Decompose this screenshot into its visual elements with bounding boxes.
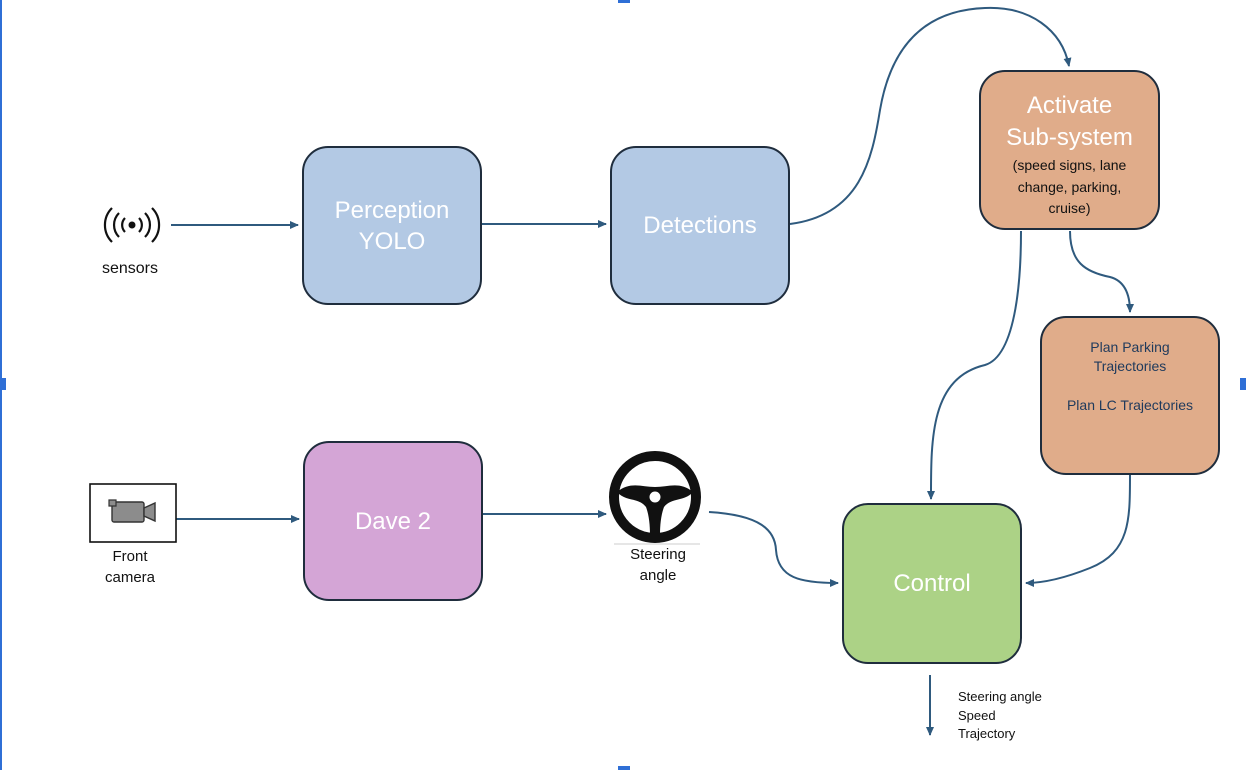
control-box: Control [842,503,1022,664]
activate-desc-3: cruise) [1048,200,1091,216]
steering-wheel-icon [609,451,701,545]
plan-lc-line: Plan LC Trajectories [1066,397,1194,413]
resize-handle-left[interactable] [0,378,6,390]
resize-handle-bottom[interactable] [618,766,630,770]
perception-subtitle: YOLO [358,227,426,255]
arrow-steering-to-control [708,511,839,587]
activate-desc-2: change, parking, [1017,178,1122,195]
plan-parking-line-1: Plan Parking [1090,339,1170,355]
detections-label: Detections [643,212,757,239]
arrow-activate-to-control [926,230,1022,500]
control-outputs: Steering angle Speed Trajectory [958,688,1088,744]
perception-yolo-box: Perception YOLO [302,146,482,305]
sensors-label: sensors [101,260,159,277]
activate-desc-1: (speed signs, lane [1012,157,1127,173]
video-camera-icon [89,483,177,543]
detections-box: Detections [610,146,790,305]
arrow-activate-to-plan [1069,230,1134,313]
activate-title: Activate [1026,92,1113,119]
output-steering-angle: Steering angle [958,689,1042,704]
activate-title-2: Sub-system [1006,124,1133,151]
control-label: Control [893,570,971,597]
plan-trajectories-box: Plan Parking Trajectories Plan LC Trajec… [1040,316,1220,475]
dave-2-box: Dave 2 [303,441,483,601]
perception-title: Perception [334,196,450,224]
activate-subsystem-box: Activate Sub-system (speed signs, lane c… [979,70,1160,230]
steering-angle-label: Steering angle [603,544,713,586]
arrow-plan-to-control [1025,474,1131,587]
steering-line-2: angle [639,567,677,584]
resize-handle-top[interactable] [618,0,630,3]
steering-line-1: Steering [630,546,686,563]
plan-parking-line-2: Trajectories [1093,358,1167,374]
resize-handle-right[interactable] [1240,378,1246,390]
output-speed: Speed [958,707,996,723]
front-camera-label: Front camera [85,546,175,588]
selection-edge-left [0,0,2,770]
front-camera-line-2: camera [104,569,156,586]
dave-label: Dave 2 [354,507,432,535]
arrow-detections-to-activate [789,6,1072,225]
wireless-sensor-icon [103,207,161,243]
front-camera-line-1: Front [112,548,148,565]
output-trajectory: Trajectory [958,726,1016,741]
